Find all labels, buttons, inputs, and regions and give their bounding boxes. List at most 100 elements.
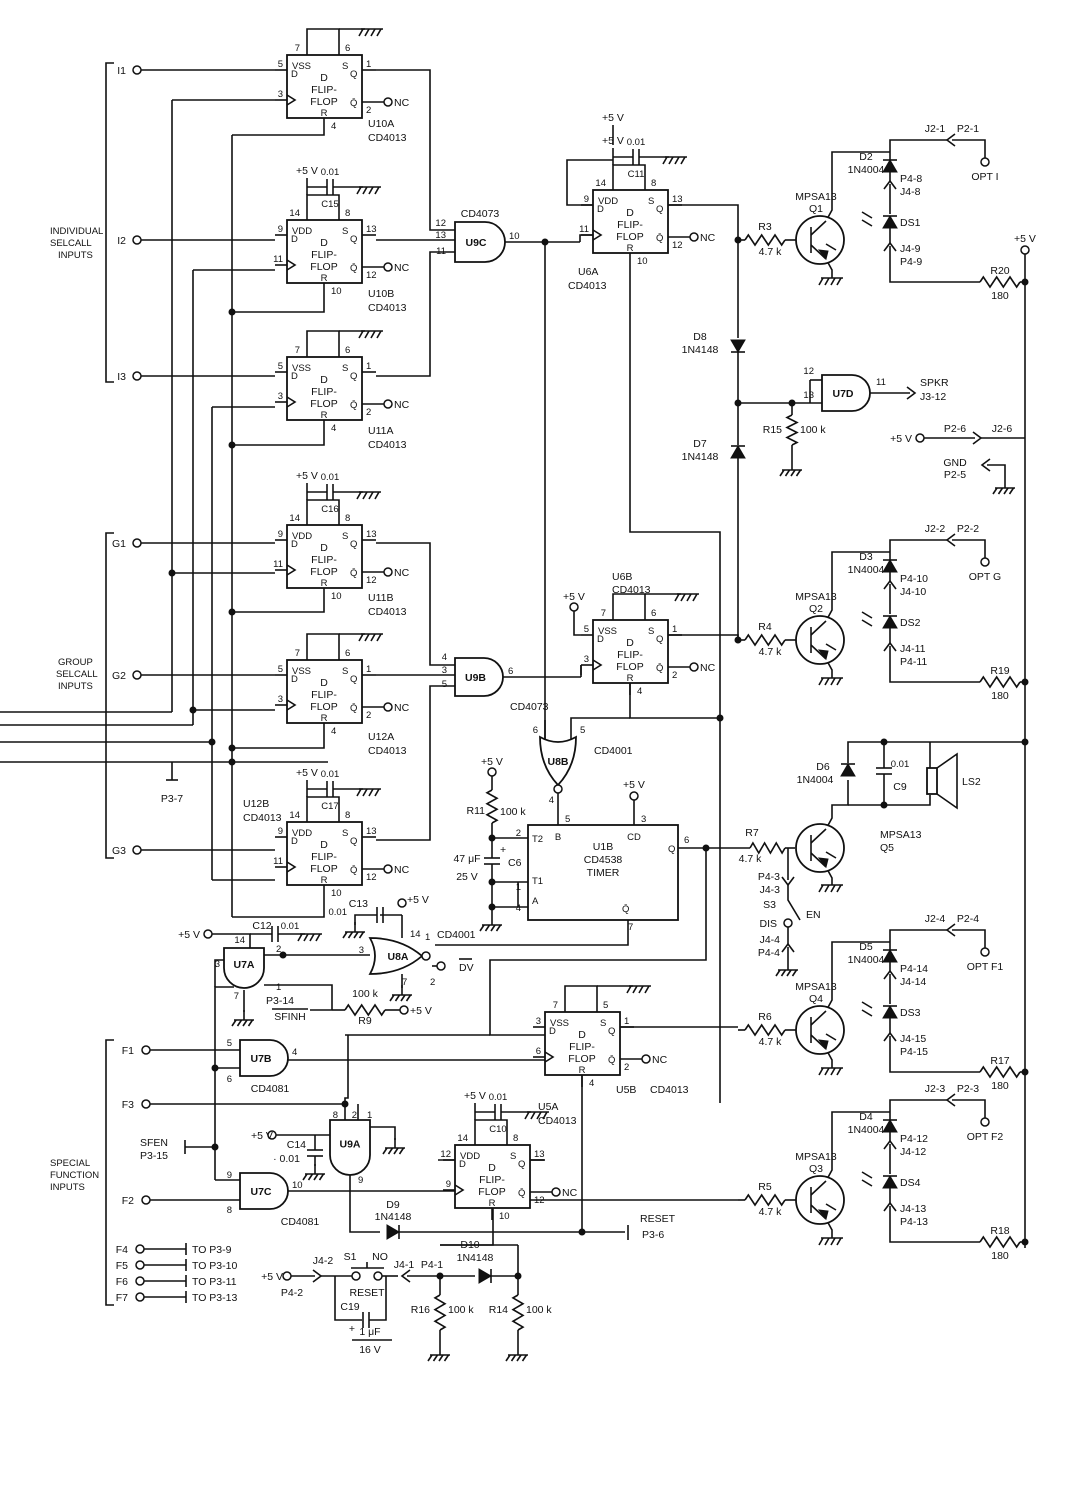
ground-symbol [830, 277, 836, 286]
r11-value: 100 k [500, 806, 526, 818]
pin-number: 13 [366, 224, 377, 235]
ground-symbol [516, 1354, 522, 1362]
pin-number: 10 [292, 1180, 303, 1191]
wire [848, 795, 931, 806]
clock-mark [544, 1051, 555, 1063]
qbar-label: Q̄ [350, 98, 357, 109]
pin-number: 8 [513, 1133, 518, 1144]
resistor-symbol [744, 233, 786, 247]
ff-d-title: D [320, 237, 328, 249]
pin-number: 9 [358, 1175, 363, 1186]
c6-label: C6 [508, 857, 522, 869]
connector-symbol [906, 386, 917, 400]
terminal [203, 929, 213, 939]
ground-symbol [358, 633, 364, 642]
r16-value: 100 k [448, 1304, 474, 1316]
res-value: 4.7 k [759, 1036, 783, 1048]
ground-symbol [791, 969, 798, 977]
wire [232, 735, 325, 749]
ground-symbol [484, 924, 491, 932]
r14-value: 100 k [526, 1304, 552, 1316]
s-label: S [342, 531, 348, 542]
pin-number: 8 [345, 208, 350, 219]
transistor-q1-arrow [817, 249, 829, 261]
led-arrow [861, 219, 873, 227]
pin-number: 9 [446, 1179, 451, 1190]
clock-mark [592, 659, 603, 671]
wire [306, 194, 340, 206]
diode-symbol [882, 559, 898, 573]
speaker-label: LS2 [962, 776, 981, 788]
diode-label: D4 [859, 1111, 873, 1123]
res-label: R4 [758, 621, 772, 633]
connector-symbol [945, 923, 956, 937]
pin-number: 3 [278, 89, 283, 100]
terminal [141, 1045, 151, 1055]
ground-symbol [830, 1067, 836, 1076]
res-value: 4.7 k [759, 1206, 783, 1218]
ground-symbol [368, 491, 374, 500]
pin-number: 2 [366, 407, 371, 418]
wire [987, 464, 1006, 478]
ground-symbol [818, 1237, 824, 1246]
pin-number: 6 [345, 648, 350, 659]
speaker-body [926, 767, 938, 795]
en-label: EN [806, 909, 821, 921]
r15-label: R15 [763, 424, 782, 436]
wire [952, 539, 986, 558]
resistor-symbol [749, 841, 786, 855]
input-g2: G2 [112, 670, 126, 682]
pin-number: 14 [289, 513, 300, 524]
wire [376, 251, 455, 377]
ff-title: FLIP- [311, 689, 337, 701]
supply-label: VDD [292, 828, 312, 839]
s-label: S [648, 626, 654, 637]
s-label: S [342, 828, 348, 839]
transistor-q4-collector [810, 1010, 827, 1026]
pin-number: 6 [533, 725, 538, 736]
gate-u7b [239, 1039, 289, 1077]
opt-label: OPT G [969, 571, 1001, 583]
c19-value: 1 μF [359, 1326, 380, 1338]
pin-number: 2 [624, 1062, 629, 1073]
gate-part: CD4073 [510, 701, 549, 713]
pin-label: Q [668, 844, 675, 855]
terminal [689, 662, 699, 672]
wire [629, 683, 720, 719]
pin-number: 7 [601, 608, 606, 619]
flip-flop-u5b [544, 1011, 621, 1076]
wire [334, 1276, 362, 1321]
ground-symbol [389, 994, 395, 1002]
junction-dot [1021, 1068, 1029, 1076]
input-i2: I2 [117, 235, 126, 247]
ground-symbol [368, 186, 374, 195]
ff-part: CD4013 [368, 745, 407, 757]
r9-value: 100 k [352, 988, 378, 1000]
pin-number: 11 [273, 254, 283, 265]
timer-part: CD4538 [584, 854, 623, 866]
pin-number: 1 [366, 361, 371, 372]
pin-label: P4-4 [758, 947, 780, 959]
gate-u8a [368, 937, 424, 975]
ground-symbol [668, 156, 674, 165]
flip-flop-u11b [286, 524, 363, 589]
input-f1: F1 [122, 1045, 134, 1057]
connector-symbol [883, 241, 897, 252]
diode-symbol [478, 1268, 492, 1284]
pin-label: J4-15 [900, 1033, 926, 1045]
resistor-symbol [744, 633, 786, 647]
q-label: Q [350, 234, 357, 245]
wire [491, 823, 528, 839]
ff-ref: U10A [368, 118, 394, 130]
ground-symbol [674, 593, 680, 602]
transistor-q5-arrow [817, 857, 829, 869]
ground-symbol [836, 677, 842, 686]
nc-label: NC [700, 662, 716, 674]
terminal [132, 65, 142, 75]
diode-symbol [730, 445, 746, 459]
ff-ref: U6B [612, 571, 632, 583]
ground-symbol [362, 491, 368, 500]
ground-symbol [394, 994, 401, 1002]
d10-label: D10 [460, 1239, 479, 1251]
